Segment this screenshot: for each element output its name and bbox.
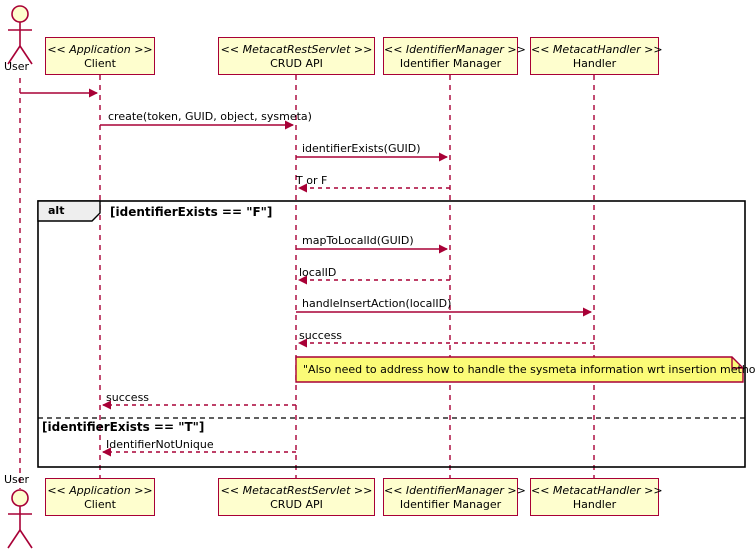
message-label-success-client: success: [106, 391, 150, 404]
actor-user-bottom: [7, 489, 33, 549]
participant-box-idman-top[interactable]: << IdentifierManager >> Identifier Manag…: [383, 37, 526, 75]
message-label-map-to-localid: mapToLocalId(GUID): [302, 234, 414, 247]
message-label-t-or-f: T or F: [296, 174, 328, 187]
participant-stereotype: << IdentifierManager >>: [384, 484, 526, 497]
alt-fragment-frame: [37, 200, 746, 468]
message-label-handle-insert-action: handleInsertAction(localID): [302, 297, 452, 310]
actor-label-user-top: User: [4, 60, 30, 73]
alt-guard-label-f: [identifierExists == "F"]: [110, 205, 273, 219]
participant-stereotype: << MetacatRestServlet >>: [220, 484, 373, 497]
message-label-success-handler: success: [299, 329, 343, 342]
alt-fragment-operator-label: alt: [48, 204, 65, 217]
lifelines: [19, 75, 595, 489]
message-label-identifier-not-unique: IdentifierNotUnique: [106, 438, 214, 451]
participant-box-crud-top[interactable]: << MetacatRestServlet >> CRUD API: [218, 37, 375, 75]
participant-stereotype: << MetacatHandler >>: [531, 484, 663, 497]
participant-name: CRUD API: [270, 56, 323, 70]
participant-name: Identifier Manager: [399, 497, 502, 511]
participant-name: Client: [84, 56, 116, 70]
alt-guard-label-t: [identifierExists == "T"]: [42, 420, 205, 434]
participant-box-handler-top[interactable]: << MetacatHandler >> Handler: [530, 37, 663, 75]
participant-name: Identifier Manager: [399, 56, 502, 70]
message-label-identifier-exists: identifierExists(GUID): [302, 142, 421, 155]
participant-box-handler-bottom[interactable]: << MetacatHandler >> Handler: [530, 478, 663, 516]
actor-user-top: [7, 5, 33, 65]
actor-label-user-bottom: User: [4, 473, 30, 486]
participant-name: Handler: [572, 497, 617, 511]
messages: [20, 88, 594, 457]
note-shape: [295, 356, 744, 383]
message-label-localid: localID: [299, 266, 337, 279]
participant-name: CRUD API: [270, 497, 323, 511]
participant-stereotype: << IdentifierManager >>: [384, 43, 526, 56]
participant-stereotype: << Application >>: [47, 43, 153, 56]
participant-box-crud-bottom[interactable]: << MetacatRestServlet >> CRUD API: [218, 478, 375, 516]
note-label-sysmeta: "Also need to address how to handle the …: [303, 363, 755, 376]
participant-name: Handler: [572, 56, 617, 70]
message-label-create: create(token, GUID, object, sysmeta): [108, 110, 312, 123]
participant-stereotype: << Application >>: [47, 484, 153, 497]
participant-box-client-bottom[interactable]: << Application >> Client: [45, 478, 155, 516]
participant-stereotype: << MetacatHandler >>: [531, 43, 663, 56]
participant-box-idman-bottom[interactable]: << IdentifierManager >> Identifier Manag…: [383, 478, 526, 516]
participant-box-client-top[interactable]: << Application >> Client: [45, 37, 155, 75]
participant-stereotype: << MetacatRestServlet >>: [220, 43, 373, 56]
participant-name: Client: [84, 497, 116, 511]
